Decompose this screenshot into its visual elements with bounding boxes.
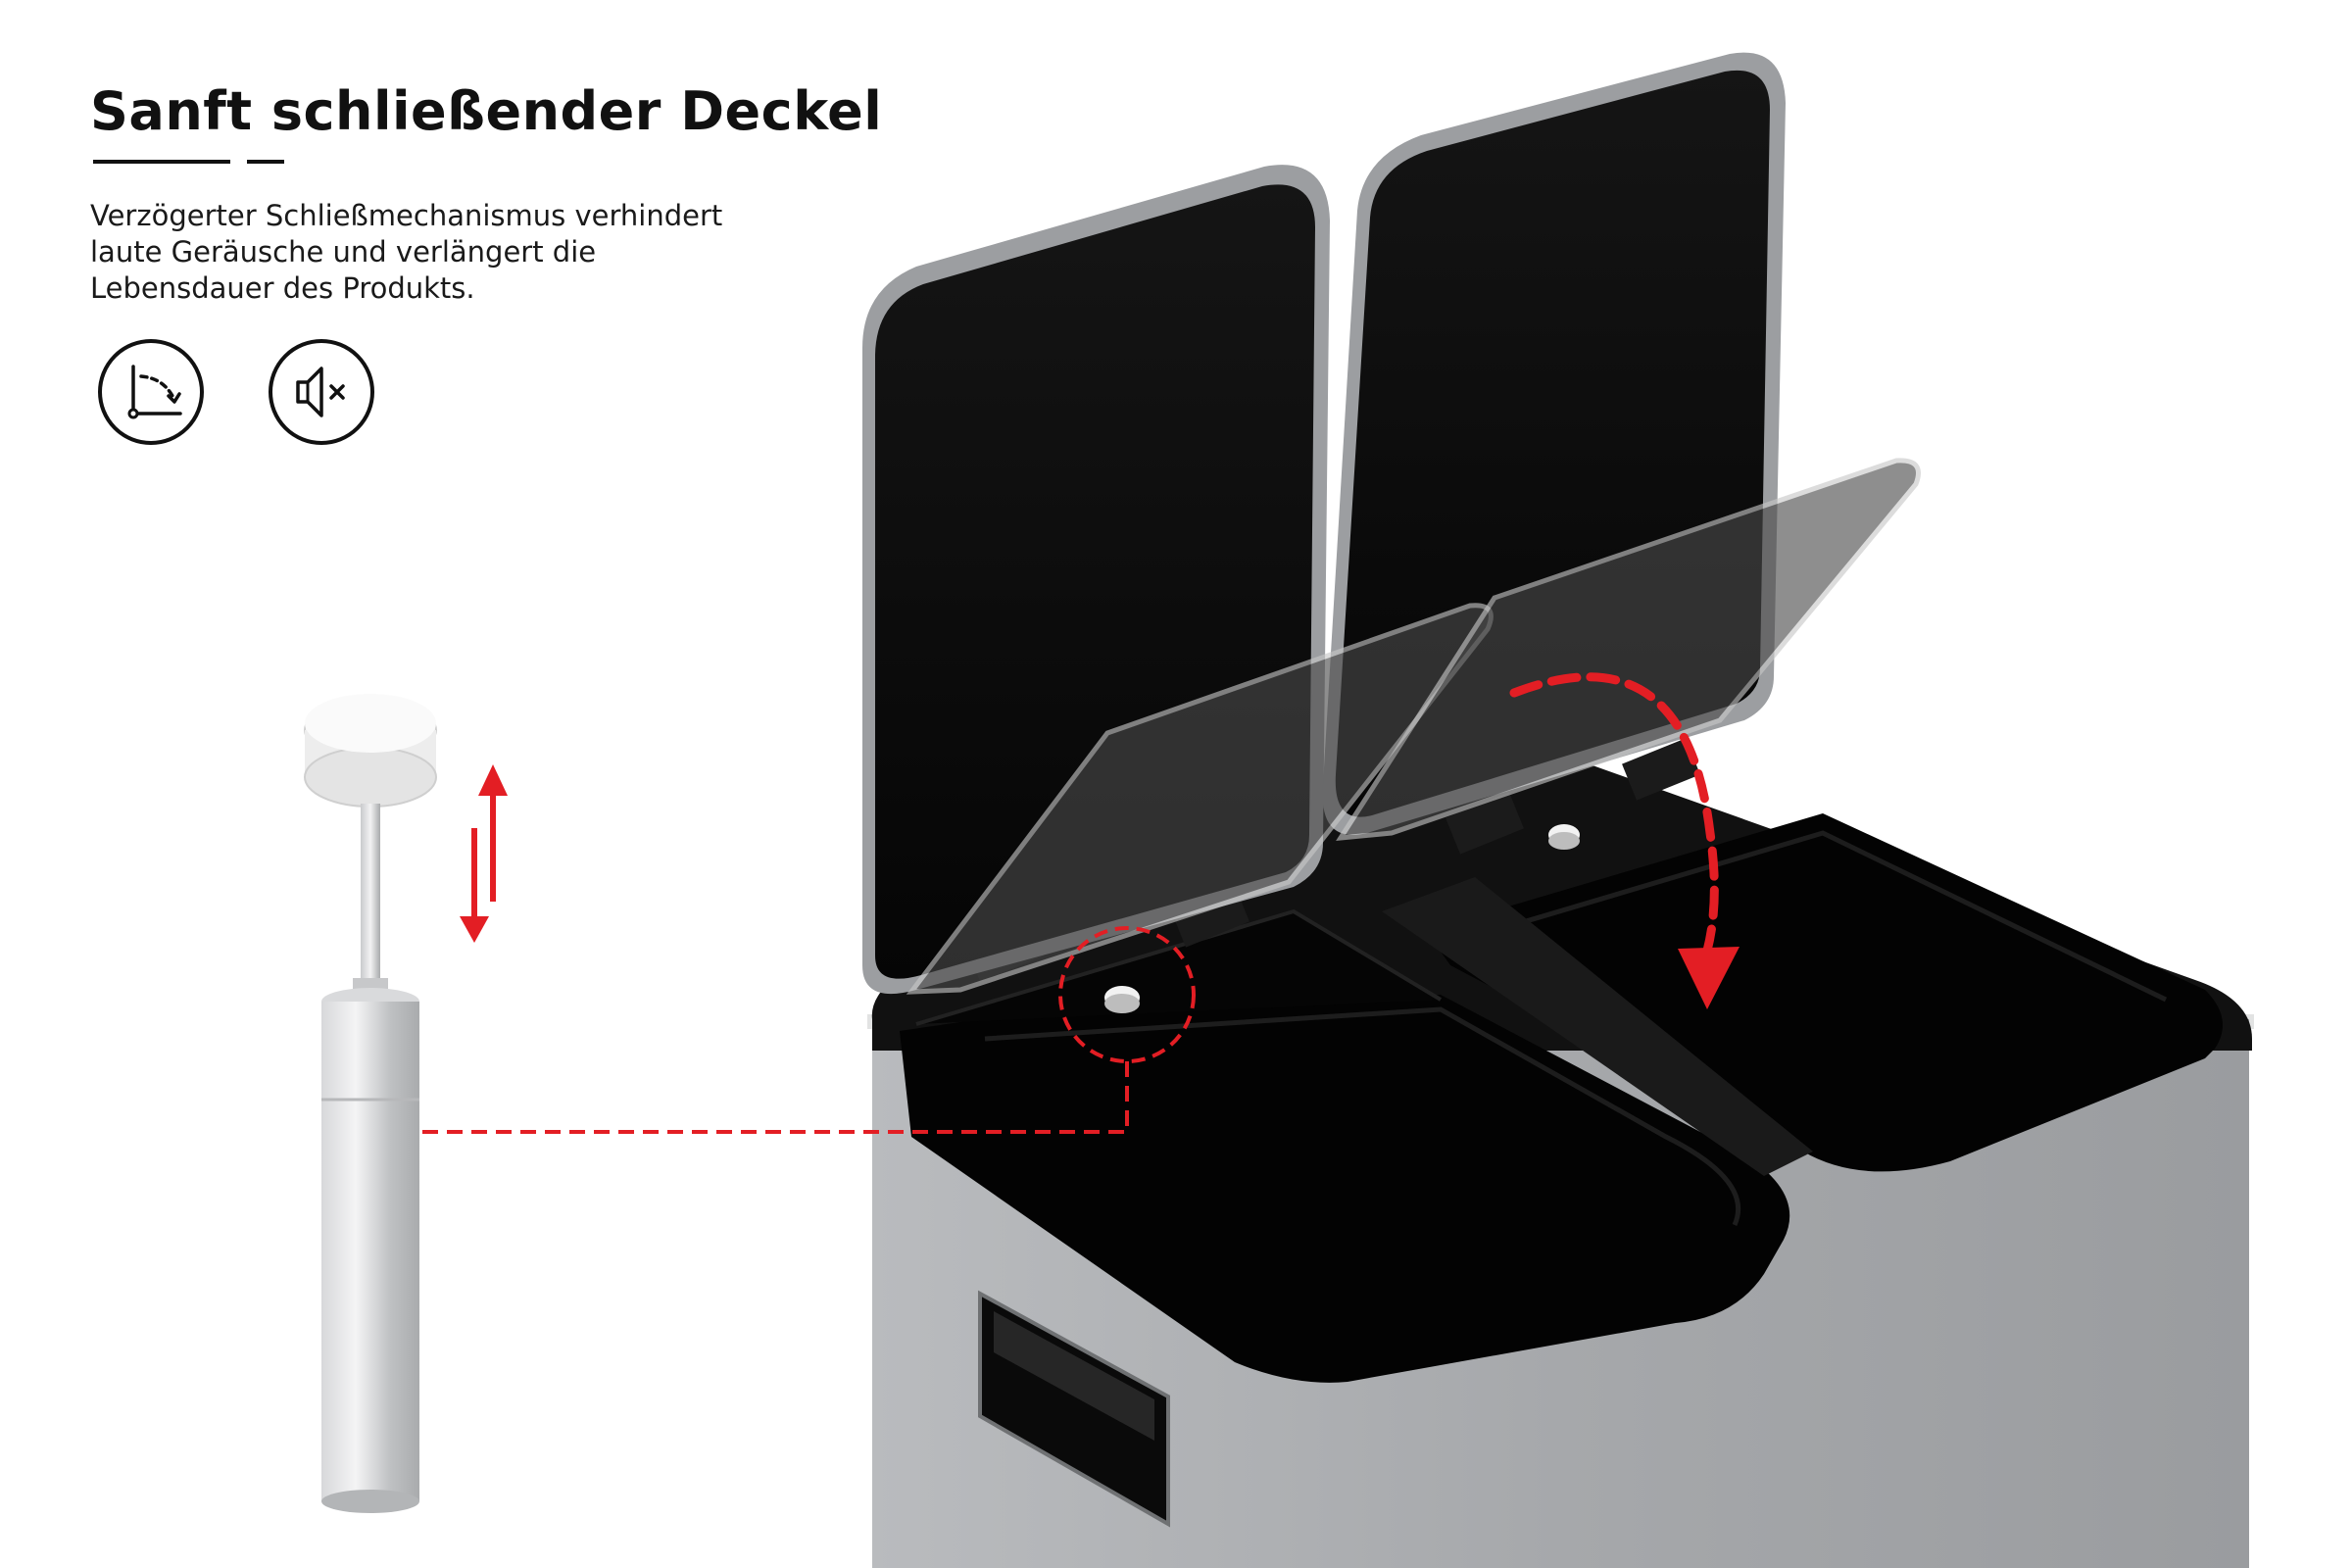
- compartment-divider: [1382, 877, 1813, 1176]
- feature-description: Verzögerter Schließmechanismus verhinder…: [90, 198, 835, 307]
- left-compartment: [900, 908, 1790, 1383]
- soft-close-angle-icon: [98, 339, 204, 445]
- hinge-right: [1446, 738, 1700, 855]
- damper-button-right: [1548, 824, 1580, 850]
- damper-button-left: [1104, 986, 1140, 1013]
- page-title: Sanft schließender Deckel: [90, 80, 883, 142]
- mute-speaker-icon: [269, 339, 374, 445]
- description-line-1: Verzögerter Schließmechanismus verhinder…: [90, 199, 723, 232]
- damper-highlight: [421, 926, 1196, 1134]
- right-compartment: [1426, 813, 2223, 1172]
- damper-piston: [304, 694, 437, 1513]
- closing-arrow-icon: [1509, 672, 1740, 1009]
- title-underline-accent: [247, 160, 284, 164]
- bin-side-handle: [978, 1290, 1170, 1528]
- lid-right-closing-ghost: [1336, 458, 1921, 841]
- up-down-arrows-icon: [460, 764, 508, 943]
- description-line-3: Lebensdauer des Produkts.: [90, 271, 475, 305]
- description-line-2: laute Geräusche und verlängert die: [90, 235, 597, 269]
- title-underline: [93, 160, 230, 164]
